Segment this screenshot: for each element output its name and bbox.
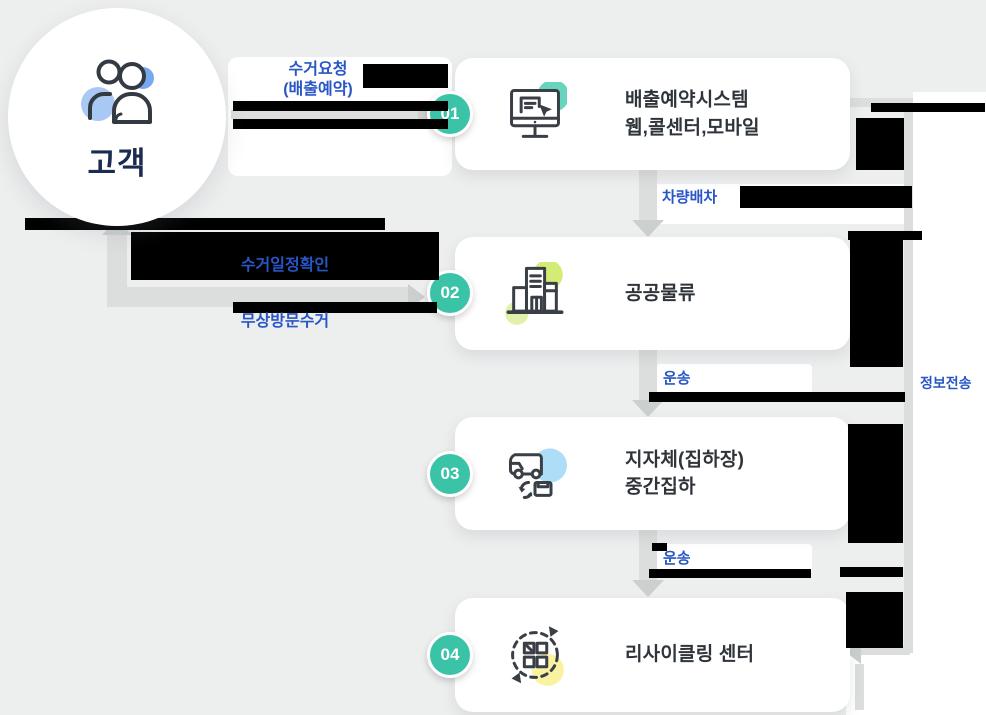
transport2-label: 운송 [663,550,691,567]
customer-node: 고객 [8,8,226,226]
bottom-right-white-panel [846,650,986,715]
people-icon [76,50,160,135]
schedule-check-label: 수거일정확인 [240,257,330,274]
black-artifact-box [848,231,922,240]
black-artifact-box [850,240,903,367]
direct-transfer-label: 정보전송 [920,375,972,391]
black-artifact-box [856,118,904,170]
black-artifact-box [233,101,448,111]
black-artifact-box [363,64,448,88]
step2-card: 공공물류 [455,237,850,350]
step2-title: 공공물류 [625,282,696,304]
arrowhead-down-step2 [632,220,664,237]
step4-title: 리사이클링 센터 [625,644,755,666]
recycling-cycle-icon [503,623,567,687]
dispatch-label: 차량배차 [662,189,718,206]
right-white-panel [913,92,986,715]
customer-label: 고객 [87,146,147,181]
connector-step1-step2 [639,170,657,220]
black-artifact-box [233,119,448,129]
reservation-monitor-icon [503,82,567,146]
transport1-label: 운송 [663,370,691,387]
connector-step2-step3 [639,350,657,400]
step3-title: 지자체(집하장) 중간집하 [625,448,745,498]
bypass-vertical-line [904,98,913,653]
step1-title: 배출예약시스템 웹,콜센터,모바일 [625,89,760,138]
bypass-bottom-stub [860,646,910,655]
black-artifact-box [848,424,903,543]
connector-step3-step4 [639,530,657,580]
request-label: 수거요청 (배출예약) [283,61,353,98]
step3-card: 지자체(집하장) 중간집하 [455,417,850,530]
transport1-label-plate [656,364,812,394]
black-artifact-box [846,592,903,648]
step3-badge: 03 [427,451,473,497]
black-artifact-box [233,302,437,313]
black-artifact-box [740,186,912,208]
arrow-customer-to-step1 [231,110,419,119]
black-artifact-box [649,569,811,578]
truck-collection-icon [503,442,567,506]
logistics-building-icon [503,261,567,326]
arrowhead-down-step3 [632,400,664,417]
bypass-tail [855,664,864,710]
free-pickup-label: 무상방문수거 [240,313,330,330]
step4-card: 리사이클링 센터 [455,598,850,712]
bypass-top-stub [850,98,912,107]
black-artifact-box [652,543,667,551]
black-artifact-box [840,567,903,577]
black-artifact-box [131,232,439,280]
step1-badge: 01 [427,91,473,137]
black-artifact-box [871,103,985,112]
arrowhead-down-step4 [632,580,664,597]
step1-card: 배출예약시스템 웹,콜센터,모바일 [455,58,850,170]
step4-badge: 04 [427,632,473,678]
black-artifact-box [25,218,385,230]
black-artifact-box [649,392,905,402]
